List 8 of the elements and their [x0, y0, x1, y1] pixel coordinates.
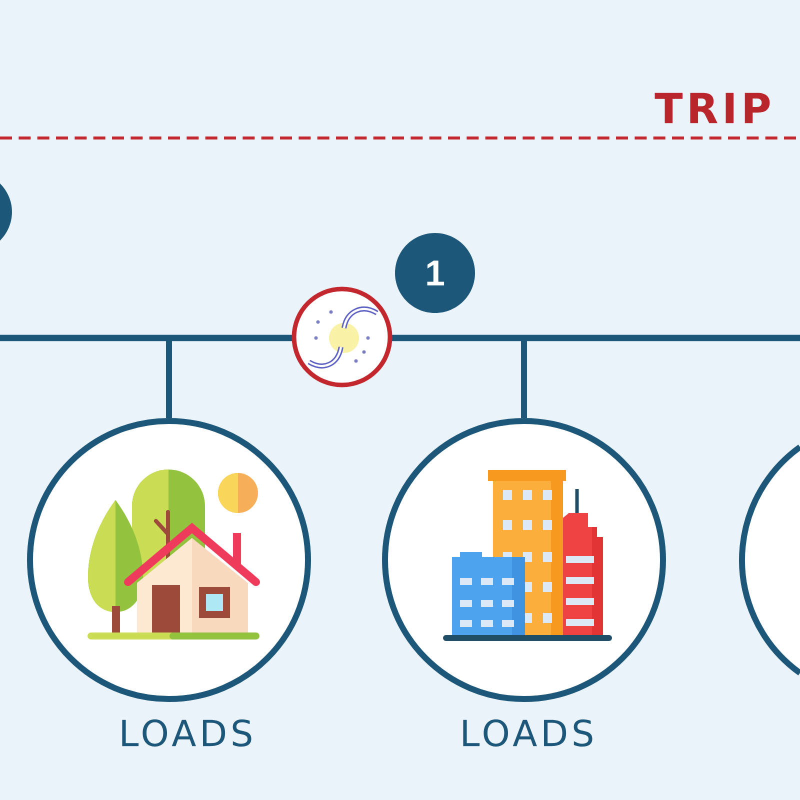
circle-caption: LOADS: [463, 719, 592, 747]
drop-line: [166, 338, 172, 418]
trip-label: TRIP: [654, 92, 770, 124]
load-circle: [739, 444, 800, 676]
circle-caption: LOADS: [122, 719, 252, 747]
drop-line: [521, 338, 527, 418]
fault-symbol: [292, 286, 392, 388]
callout-number: 1: [395, 233, 475, 313]
